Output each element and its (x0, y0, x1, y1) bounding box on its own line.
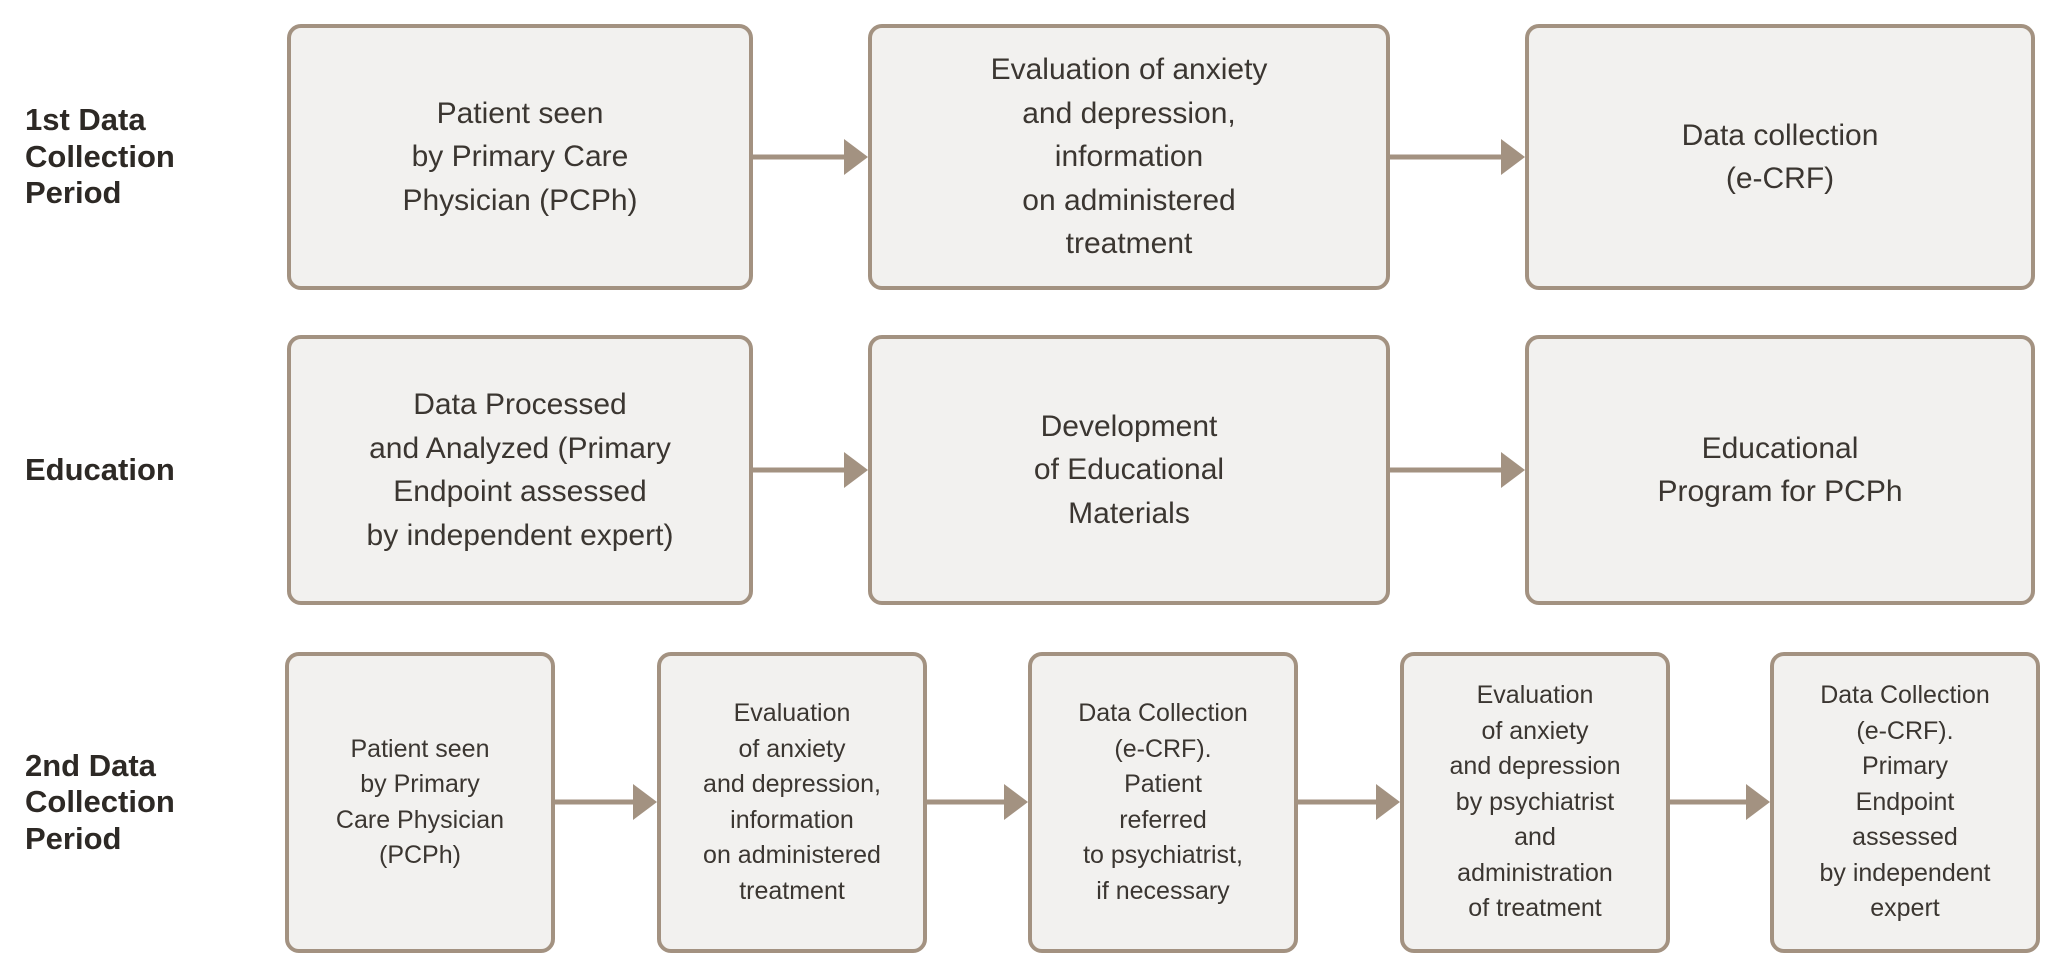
row-label-1st-data-collection-period: 1st Data Collection Period (25, 102, 175, 211)
row-label-2nd-data-collection-period: 2nd Data Collection Period (25, 747, 175, 856)
box-text: Data Collection (e-CRF). Patient referre… (1078, 699, 1248, 905)
arrow-head (844, 139, 868, 175)
arrow-shaft (1298, 799, 1382, 805)
arrow-right-icon (927, 782, 1028, 822)
box-text: Patient seen by Primary Care Physician (… (335, 734, 505, 870)
arrow-right-icon (1670, 782, 1770, 822)
box-text: Data Collection (e-CRF). Primary Endpoin… (1819, 681, 1991, 923)
box-development-educational-materials: Development of Educational Materials (868, 335, 1390, 605)
arrow-head (1004, 784, 1028, 820)
arrow-shaft (753, 467, 850, 473)
arrow-head (1746, 784, 1770, 820)
box-text: Evaluation of anxiety and depression, in… (990, 53, 1268, 261)
arrow-right-icon (1298, 782, 1400, 822)
arrow-shaft (1390, 467, 1507, 473)
arrow-head (1501, 452, 1525, 488)
box-educational-program-pcph: Educational Program for PCPh (1525, 335, 2035, 605)
arrow-shaft (555, 799, 639, 805)
box-text: Data collection (e-CRF) (1681, 118, 1879, 196)
arrow-head (1501, 139, 1525, 175)
box-data-collection-ecrf-1: Data collection (e-CRF) (1525, 24, 2035, 290)
box-data-processed-analyzed: Data Processed and Analyzed (Primary End… (287, 335, 753, 605)
arrow-shaft (1390, 154, 1507, 160)
arrow-shaft (1670, 799, 1752, 805)
row-label-education: Education (25, 451, 175, 487)
box-text: Evaluation of anxiety and depression, in… (703, 699, 881, 905)
arrow-right-icon (1390, 137, 1525, 177)
arrow-shaft (753, 154, 850, 160)
arrow-right-icon (753, 137, 868, 177)
arrow-right-icon (1390, 450, 1525, 490)
box-patient-seen-pcph-2: Patient seen by Primary Care Physician (… (285, 652, 555, 953)
box-text: Evaluation of anxiety and depression by … (1449, 681, 1621, 923)
box-text: Educational Program for PCPh (1657, 431, 1903, 509)
box-data-collection-referral: Data Collection (e-CRF). Patient referre… (1028, 652, 1298, 953)
box-evaluation-by-psychiatrist: Evaluation of anxiety and depression by … (1400, 652, 1670, 953)
box-data-collection-primary-endpoint: Data Collection (e-CRF). Primary Endpoin… (1770, 652, 2040, 953)
arrow-head (633, 784, 657, 820)
box-evaluation-anxiety-depression-2: Evaluation of anxiety and depression, in… (657, 652, 927, 953)
box-patient-seen-pcph-1: Patient seen by Primary Care Physician (… (287, 24, 753, 290)
arrow-right-icon (555, 782, 657, 822)
box-text: Patient seen by Primary Care Physician (… (402, 96, 638, 217)
box-text: Development of Educational Materials (1033, 409, 1225, 530)
box-evaluation-anxiety-depression-1: Evaluation of anxiety and depression, in… (868, 24, 1390, 290)
arrow-head (1376, 784, 1400, 820)
box-text: Data Processed and Analyzed (Primary End… (366, 388, 674, 552)
arrow-head (844, 452, 868, 488)
arrow-right-icon (753, 450, 868, 490)
arrow-shaft (927, 799, 1010, 805)
